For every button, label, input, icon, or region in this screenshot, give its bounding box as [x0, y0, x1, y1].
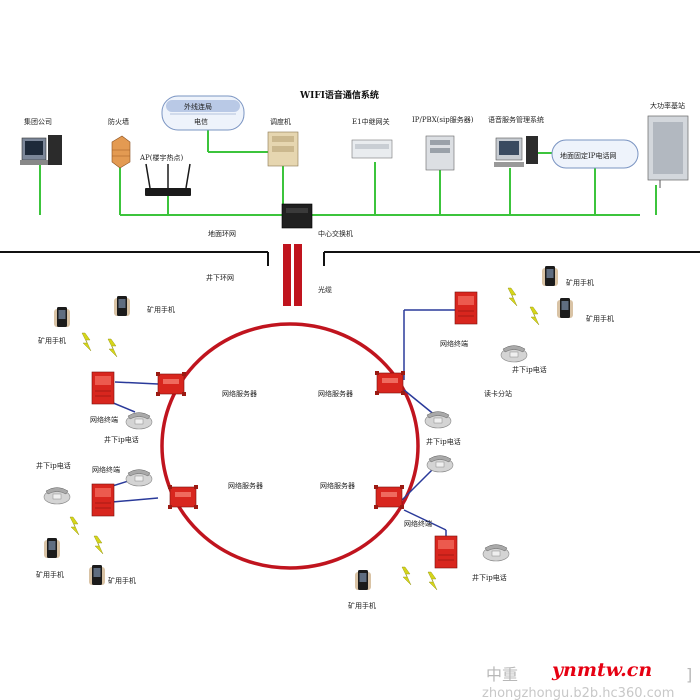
ap-router-icon — [145, 163, 191, 196]
mine-phone-label-3: 矿用手机 — [36, 570, 64, 579]
watermark-bracket: ] — [686, 665, 692, 684]
ip-pbx-label: IP/PBX(sip服务器) — [412, 115, 474, 124]
ground-surface-line — [0, 251, 700, 266]
network-terminal-left-top — [91, 371, 115, 405]
network-terminal-label-2: 网络终端 — [92, 465, 120, 474]
group-company-computer-icon — [20, 135, 62, 165]
wireless-bolt-icon-2 — [107, 338, 118, 358]
dispatcher-label: 调度机 — [270, 117, 291, 126]
ip-phone-icon-2 — [125, 469, 153, 487]
watermark-left-text: 中重 — [486, 665, 518, 684]
network-server-label-2: 网络服务器 — [318, 389, 353, 398]
mine-phone-icon-4 — [89, 565, 105, 585]
group-company-label: 集团公司 — [24, 117, 52, 126]
mine-phone-icon-6 — [557, 298, 573, 318]
ip-pbx-server-icon — [425, 135, 455, 171]
e1-gateway-icon — [351, 139, 393, 159]
ip-phone-icon-3 — [43, 487, 71, 505]
network-server-bottom-right — [373, 484, 405, 510]
e1-gateway-label: E1中继网关 — [352, 117, 390, 126]
ip-phone-label-1: 井下ip电话 — [104, 435, 139, 444]
voice-management-computer-icon — [494, 136, 538, 167]
ip-phone-label-5: 井下ip电话 — [472, 573, 507, 582]
network-server-top-right — [374, 370, 406, 396]
mine-phone-label-2: 矿用手机 — [147, 305, 175, 314]
center-switch-icon — [281, 203, 313, 229]
wireless-bolt-icon-7 — [401, 566, 412, 586]
mine-phone-icon-7 — [355, 570, 371, 590]
network-server-label-1: 网络服务器 — [222, 389, 257, 398]
mine-phone-label-7: 矿用手机 — [348, 601, 376, 610]
watermark-brand: ynmtw.cn — [551, 659, 652, 681]
ip-phone-label-3: 井下ip电话 — [512, 365, 547, 374]
ip-phone-icon-4 — [500, 345, 528, 363]
network-server-label-3: 网络服务器 — [228, 481, 263, 490]
ground-ring-network-label: 地面环网 — [208, 229, 236, 238]
diagram-title: WIFI语音通信系统 — [299, 89, 379, 101]
wireless-bolt-icon-6 — [529, 306, 540, 326]
mine-phone-label-1: 矿用手机 — [38, 336, 66, 345]
ip-phone-icon-7 — [482, 544, 510, 562]
mine-phone-icon-2 — [114, 296, 130, 316]
network-terminal-label-1: 网络终端 — [90, 415, 118, 424]
card-reader-label: 读卡分站 — [484, 389, 512, 398]
wireless-bolt-icon-5 — [507, 287, 518, 307]
ip-phone-icon-1 — [125, 412, 153, 430]
firewall-label: 防火墙 — [108, 117, 129, 126]
dispatcher-icon — [267, 131, 299, 167]
wireless-bolt-icon-4 — [93, 535, 104, 555]
telecom-label: 电信 — [194, 117, 208, 126]
mine-phone-label-4: 矿用手机 — [108, 576, 136, 585]
network-terminal-label-4: 网络终端 — [404, 519, 432, 528]
network-server-bottom-left — [167, 484, 199, 510]
terminal-connection-lines — [105, 309, 455, 538]
firewall-icon — [111, 135, 131, 169]
ap-label: AP(楼宇热点) — [139, 153, 183, 162]
ground-ip-phone-label: 地面固定IP电话网 — [560, 151, 616, 160]
mine-phone-icon-5 — [542, 266, 558, 286]
underground-ring-label: 井下环网 — [206, 273, 234, 282]
center-switch-label: 中心交换机 — [318, 229, 353, 238]
mine-phone-icon-3 — [44, 538, 60, 558]
network-terminal-label-3: 网络终端 — [440, 339, 468, 348]
network-terminal-left-bottom — [91, 483, 115, 517]
network-server-label-4: 网络服务器 — [320, 481, 355, 490]
external-line-label: 外线连局 — [184, 102, 212, 111]
external-line-cloud-icon — [161, 95, 245, 131]
network-terminal-right-top — [454, 291, 478, 325]
mine-phone-icon-1 — [54, 307, 70, 327]
ip-phone-label-4: 井下ip电话 — [426, 437, 461, 446]
underground-ring — [160, 322, 420, 570]
optical-cable-label: 光缆 — [318, 285, 332, 294]
base-station-label: 大功率基站 — [650, 101, 685, 110]
watermark-url: zhongzhongu.b2b.hc360.com — [482, 686, 674, 700]
network-server-top-left — [155, 371, 187, 397]
wireless-bolt-icon-3 — [69, 516, 80, 536]
optical-cable-icon — [283, 244, 302, 306]
ip-phone-label-2: 井下ip电话 — [36, 461, 71, 470]
base-station-icon — [647, 115, 689, 188]
ip-phone-icon-6 — [426, 455, 454, 473]
voice-management-label: 语音服务管理系统 — [488, 115, 544, 124]
network-terminal-right-bottom — [434, 535, 458, 569]
ground-ip-phone-cloud-icon — [551, 139, 639, 169]
wireless-bolt-icon-1 — [81, 332, 92, 352]
mine-phone-label-5: 矿用手机 — [566, 278, 594, 287]
mine-phone-label-6: 矿用手机 — [586, 314, 614, 323]
ip-phone-icon-5 — [424, 411, 452, 429]
wireless-bolt-icon-8 — [427, 571, 438, 591]
